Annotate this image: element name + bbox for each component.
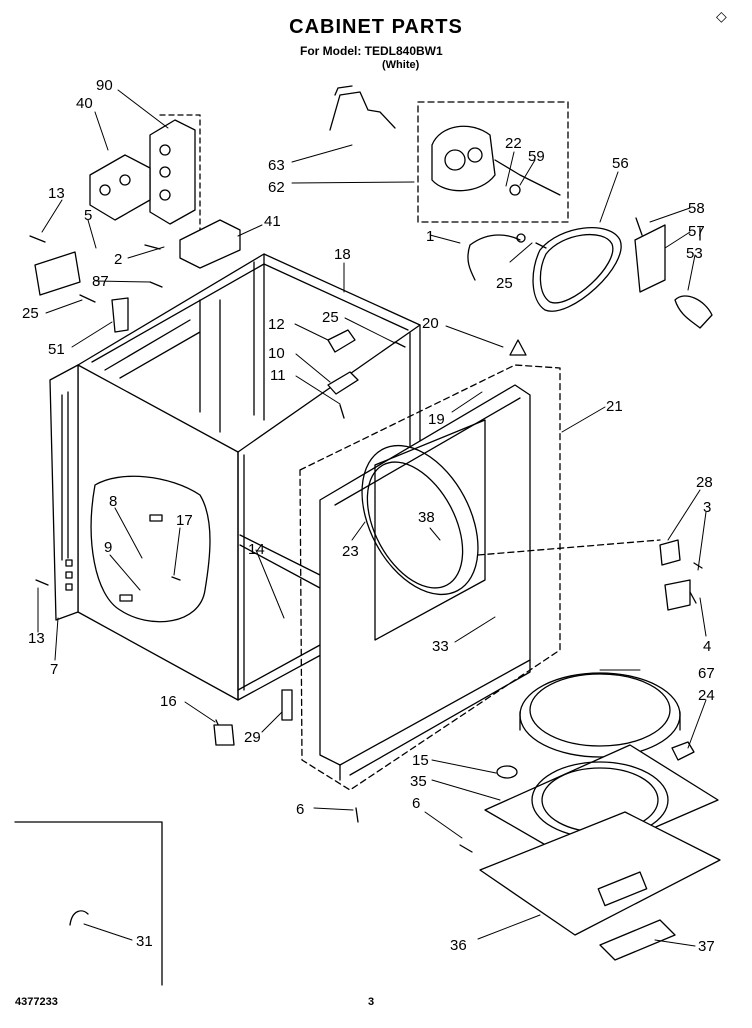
label-13b: 13 xyxy=(28,630,45,647)
label-35: 35 xyxy=(410,773,427,790)
label-13: 13 xyxy=(48,185,65,202)
label-15: 15 xyxy=(412,752,429,769)
corner-diamond-mark: ◇ xyxy=(716,8,727,24)
label-2: 2 xyxy=(114,251,122,268)
drum-seal-ring xyxy=(519,672,681,758)
leader-lines xyxy=(37,89,707,947)
label-57: 57 xyxy=(688,223,705,240)
label-12: 12 xyxy=(268,316,285,333)
label-29: 29 xyxy=(244,729,261,746)
label-56: 56 xyxy=(612,155,629,172)
spring-clip xyxy=(69,910,89,926)
idler-bracket xyxy=(634,224,666,293)
motor-dashed-outline xyxy=(417,101,569,223)
label-62: 62 xyxy=(268,179,285,196)
label-10: 10 xyxy=(268,345,285,362)
label-53: 53 xyxy=(686,245,703,262)
drive-motor xyxy=(431,125,561,196)
screw-set xyxy=(29,217,703,853)
leveling-foot xyxy=(213,724,235,746)
label-87: 87 xyxy=(92,273,109,290)
label-21: 21 xyxy=(606,398,623,415)
wire-harness xyxy=(467,234,521,281)
front-panel-dashed-outline xyxy=(299,364,561,791)
label-36: 36 xyxy=(450,937,467,954)
label-23: 23 xyxy=(342,543,359,560)
label-38: 38 xyxy=(418,509,435,526)
label-16: 16 xyxy=(160,693,177,710)
label-41: 41 xyxy=(264,213,281,230)
label-25: 25 xyxy=(22,305,39,322)
label-18: 18 xyxy=(334,246,351,263)
part-number-labels: 90 40 13 5 2 41 87 25 51 63 62 22 59 56 … xyxy=(22,77,715,955)
label-25c: 25 xyxy=(322,309,339,326)
label-6a: 6 xyxy=(412,795,420,812)
label-63: 63 xyxy=(268,157,285,174)
label-59: 59 xyxy=(528,148,545,165)
label-14: 14 xyxy=(248,541,265,558)
front-panel xyxy=(319,384,531,781)
model-line: For Model: TEDL840BW1 xyxy=(300,44,443,58)
label-31: 31 xyxy=(136,933,153,950)
page-number: 3 xyxy=(368,996,375,1008)
drive-belt xyxy=(532,227,622,312)
knob xyxy=(496,765,518,779)
label-3: 3 xyxy=(703,499,711,516)
clip-block xyxy=(671,741,695,761)
control-switch-assembly xyxy=(89,119,241,269)
label-8: 8 xyxy=(109,493,117,510)
color-line: (White) xyxy=(382,59,420,71)
label-25b: 25 xyxy=(496,275,513,292)
label-4: 4 xyxy=(703,638,711,655)
label-5: 5 xyxy=(84,207,92,224)
latch-plate xyxy=(281,689,293,721)
corner-inset-box xyxy=(14,821,163,986)
idler-pulley xyxy=(674,295,713,329)
label-24: 24 xyxy=(698,687,715,704)
label-17: 17 xyxy=(176,512,193,529)
label-19: 19 xyxy=(428,411,445,428)
label-28: 28 xyxy=(696,474,713,491)
label-51: 51 xyxy=(48,341,65,358)
small-bracket xyxy=(111,297,129,333)
page-title: CABINET PARTS xyxy=(289,16,463,38)
label-22: 22 xyxy=(505,135,522,152)
base-tray xyxy=(479,811,721,936)
label-20: 20 xyxy=(422,315,439,332)
label-67: 67 xyxy=(698,665,715,682)
label-58: 58 xyxy=(688,200,705,217)
cabinet-foot-cone xyxy=(509,339,527,356)
label-1: 1 xyxy=(426,228,434,245)
label-9: 9 xyxy=(104,539,112,556)
label-40: 40 xyxy=(76,95,93,112)
label-7: 7 xyxy=(50,661,58,678)
label-37: 37 xyxy=(698,938,715,955)
cabinet-body xyxy=(77,253,421,701)
motor-bracket xyxy=(329,85,396,131)
label-6b: 6 xyxy=(296,801,304,818)
label-11: 11 xyxy=(270,367,286,384)
label-90: 90 xyxy=(96,77,113,94)
toe-panel-pad xyxy=(599,919,676,961)
left-side-panel xyxy=(49,364,79,621)
terminal-block-cover xyxy=(34,251,81,296)
label-33: 33 xyxy=(432,638,449,655)
document-number: 4377233 xyxy=(15,996,58,1008)
